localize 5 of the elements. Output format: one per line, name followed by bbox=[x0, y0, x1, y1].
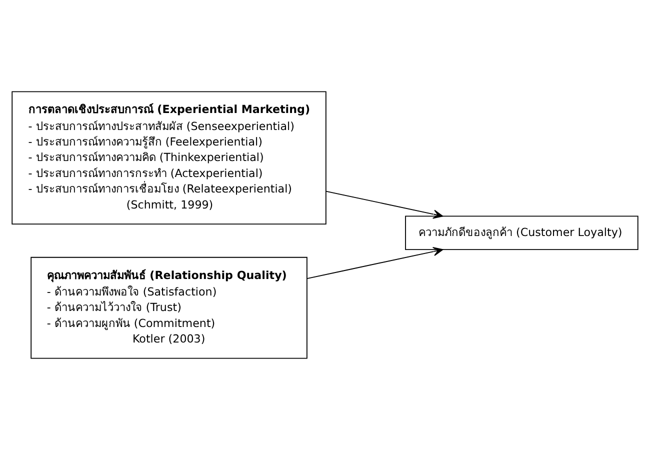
node-box: การตลาดเชิงประสบการณ์ (Experiential Marketing) - ประสบการณ์ทางประสาทสัมผัส (Senseexperiential) - ประสบการณ์ทางความรู้สึก (Feelexperiential) - ประสบการณ์ทางความคิด (Thinkexperiential) - ประสบการณ์ทางการกระทำ (Actexperiential) - ประสบการณ์ทางการเชื่อมโยง (Relateexperiential) (Schmitt, 1999) bbox=[12, 91, 326, 225]
arrow bbox=[326, 190, 444, 219]
arrow bbox=[306, 246, 444, 279]
node-box: ความภักดีของลูกค้า (Customer Loyalty) bbox=[405, 216, 638, 250]
node-box: คุณภาพความสัมพันธ์ (Relationship Quality) - ด้านความพึงพอใจ (Satisfaction) - ด้านความไว้วางใจ (Trust) - ด้านความผูกพัน (Commitment) Kotler (2003) bbox=[30, 256, 308, 359]
